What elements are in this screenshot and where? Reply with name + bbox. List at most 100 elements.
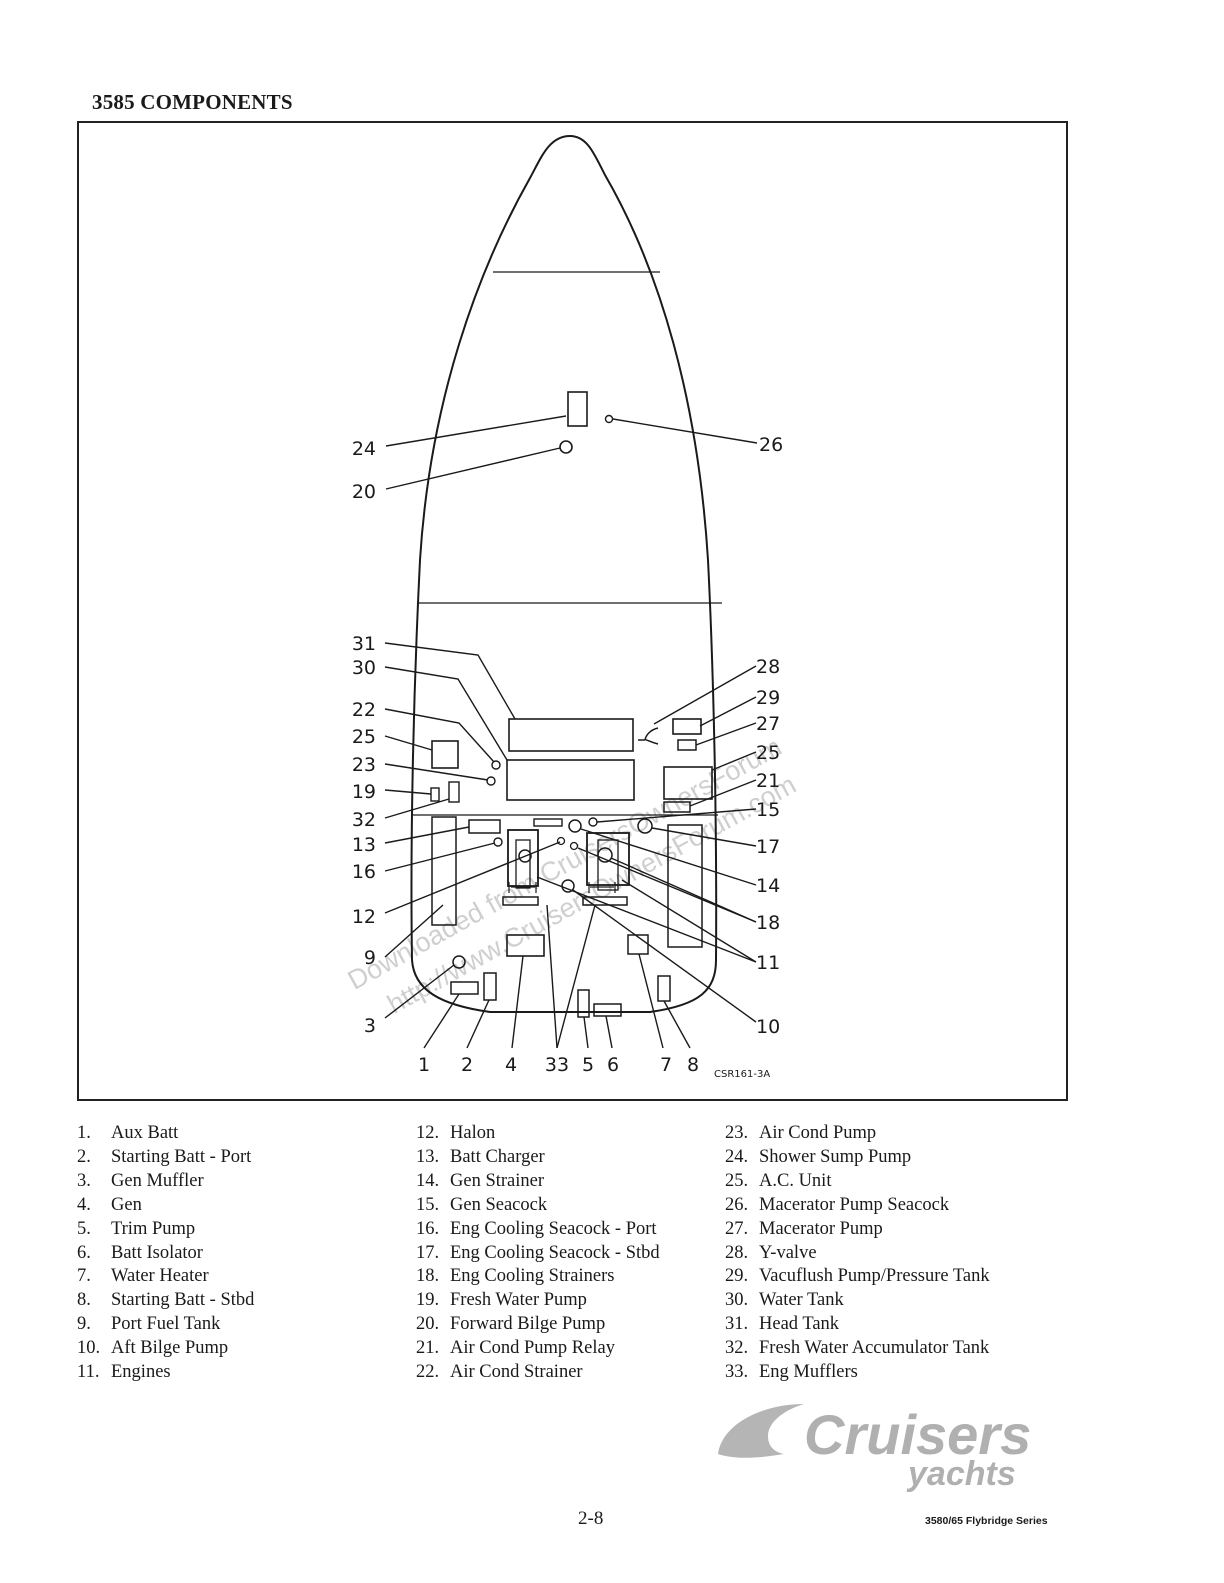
callout-21: 21	[756, 770, 780, 792]
callout-3: 3	[364, 1015, 376, 1037]
logo-brand-sub: yachts	[906, 1455, 1016, 1493]
page-title: 3585 COMPONENTS	[92, 90, 293, 114]
legend-number: 1.	[77, 1123, 91, 1143]
legend-column-2: 12.Halon 13.Batt Charger 14.Gen Strainer…	[416, 1122, 660, 1385]
legend-number: 26.	[725, 1194, 749, 1215]
legend-label: Gen Strainer	[450, 1170, 545, 1191]
leader-6	[605, 1015, 613, 1049]
legend-item: 2.Starting Batt - Port	[77, 1146, 254, 1170]
legend-item: 17. Eng Cooling Seacock - Stbd	[416, 1242, 660, 1266]
legend-item: 16.Eng Cooling Seacock - Port	[416, 1218, 660, 1242]
legend-number: 6.	[77, 1242, 91, 1263]
callout-28: 28	[756, 656, 780, 678]
leader-16	[384, 842, 496, 872]
leader-14	[580, 828, 757, 886]
legend-item: 4.Gen	[77, 1194, 254, 1218]
legend-label: Eng Cooling Seacock - Stbd	[450, 1242, 660, 1263]
legend-number: 10.	[77, 1338, 101, 1359]
cruisers-yachts-logo: Cruisers yachts	[718, 1403, 1031, 1493]
legend-label: Trim Pump	[111, 1218, 196, 1239]
vacuflush-pump	[672, 718, 702, 735]
legend-item: 20.Forward Bilge Pump	[416, 1313, 660, 1337]
callout-19: 19	[352, 781, 376, 803]
port-strainer	[518, 849, 532, 863]
callout-26: 26	[759, 434, 783, 456]
diagram-frame	[77, 121, 1068, 1101]
starting-batt-port	[483, 972, 497, 1001]
legend-item: 33.Eng Mufflers	[725, 1361, 990, 1385]
legend-number: 23.	[725, 1123, 749, 1143]
leader-22	[384, 708, 495, 763]
stbd-engine	[586, 832, 630, 886]
watermark-line2: http://www.CruisersOwnersForum.com	[382, 769, 801, 1019]
leader-33b	[556, 904, 596, 1049]
legend-number: 29.	[725, 1266, 749, 1287]
legend-item: 3. Gen Muffler	[77, 1170, 254, 1194]
callout-7: 7	[660, 1054, 672, 1076]
leader-7	[638, 953, 664, 1049]
ac-unit-port	[431, 740, 459, 769]
legend-number: 8.	[77, 1290, 91, 1311]
legend-item: 24.Shower Sump Pump	[725, 1146, 990, 1170]
legend-item: 31.Head Tank	[725, 1313, 990, 1337]
callout-20: 20	[352, 481, 376, 503]
macerator-pump	[677, 739, 697, 751]
legend-item: 28.Y-valve	[725, 1242, 990, 1266]
legend-item: 21.Air Cond Pump Relay	[416, 1337, 660, 1361]
legend-item: 18.Eng Cooling Strainers	[416, 1265, 660, 1289]
legend-number: 19.	[416, 1290, 440, 1311]
fresh-water-pump	[430, 787, 440, 802]
legend-item: 8.Starting Batt - Stbd	[77, 1289, 254, 1313]
legend-number: 22.	[416, 1362, 440, 1383]
legend-number: 24.	[725, 1146, 749, 1167]
batt-charger	[468, 819, 501, 834]
legend-number: 11.	[77, 1362, 100, 1383]
shower-sump-pump	[567, 391, 588, 427]
legend-number: 9.	[77, 1314, 91, 1335]
watermark-line1: Downloaded from CruisersOwnersForum	[343, 732, 787, 996]
air-cond-strainer	[491, 760, 501, 770]
legend-item: 12.Halon	[416, 1122, 660, 1146]
legend-label: Macerator Pump	[759, 1218, 883, 1239]
figure-code: CSR161-3A	[714, 1069, 770, 1080]
callout-16: 16	[352, 861, 376, 883]
legend-label: Batt Isolator	[111, 1242, 203, 1263]
legend-number: 12.	[416, 1123, 440, 1143]
aux-batt	[450, 981, 479, 995]
legend-label: Gen Muffler	[111, 1170, 204, 1191]
legend-item: 11.Engines	[77, 1361, 254, 1385]
trim-pump	[577, 989, 590, 1018]
callout-30: 30	[352, 657, 376, 679]
legend-label: Water Tank	[759, 1290, 844, 1311]
legend-number: 7.	[77, 1266, 91, 1287]
batt-isolator	[593, 1003, 622, 1017]
leader-4	[511, 955, 524, 1049]
legend-label: Fresh Water Accumulator Tank	[759, 1338, 990, 1359]
legend-label: Water Heater	[111, 1266, 209, 1287]
callout-33: 33	[545, 1054, 569, 1076]
leader-31	[384, 642, 516, 720]
leader-24	[385, 415, 567, 447]
leader-32	[384, 798, 450, 819]
leader-12	[384, 841, 561, 914]
legend-item: 29. Vacuflush Pump/Pressure Tank	[725, 1265, 990, 1289]
legend-item: 10.Aft Bilge Pump	[77, 1337, 254, 1361]
leader-18b	[577, 847, 757, 923]
legend-label: Eng Mufflers	[759, 1362, 858, 1383]
callout-24: 24	[352, 438, 376, 460]
legend-label: Vacuflush Pump/Pressure Tank	[759, 1266, 990, 1287]
legend-item: 32. Fresh Water Accumulator Tank	[725, 1337, 990, 1361]
legend-number: 20.	[416, 1314, 440, 1335]
legend-label: Air Cond Pump	[759, 1123, 877, 1143]
legend-item: 9.Port Fuel Tank	[77, 1313, 254, 1337]
legend-item: 25.A.C. Unit	[725, 1170, 990, 1194]
legend-number: 27.	[725, 1218, 749, 1239]
legend-number: 17.	[416, 1242, 440, 1263]
legend-number: 32.	[725, 1338, 749, 1359]
eng-cooling-item	[569, 841, 579, 851]
callout-29: 29	[756, 687, 780, 709]
legend-number: 3.	[77, 1170, 91, 1191]
callout-6: 6	[607, 1054, 619, 1076]
leader-19	[384, 789, 432, 795]
port-muffler	[502, 896, 539, 906]
